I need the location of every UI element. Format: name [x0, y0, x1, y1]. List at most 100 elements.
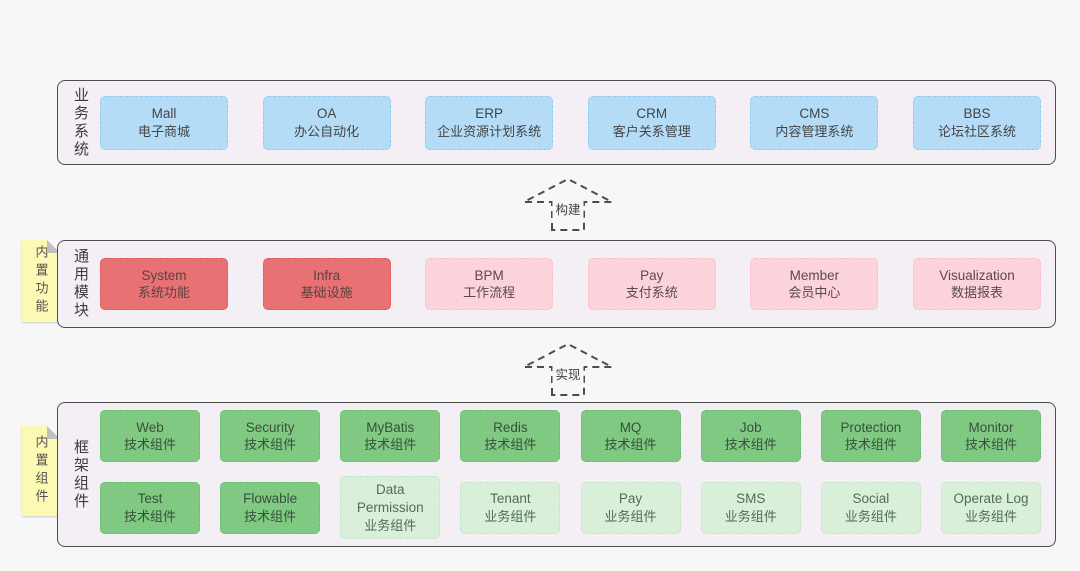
- block-arrow-up-icon: [523, 177, 613, 231]
- box-data-permission: Data Permission 业务组件: [340, 476, 441, 539]
- box-subtitle: 技术组件: [123, 437, 176, 453]
- box-job: Job 技术组件: [700, 410, 801, 463]
- box-subtitle: 办公自动化: [294, 123, 360, 139]
- box-title: Security: [245, 419, 295, 435]
- box-subtitle: 技术组件: [364, 437, 417, 453]
- box-erp: ERP 企业资源计划系统: [425, 95, 554, 150]
- box-title: BBS: [963, 106, 991, 122]
- box-title: Job: [739, 419, 762, 435]
- box-title: Redis: [493, 419, 528, 435]
- arrow-implement: 实现: [518, 340, 618, 398]
- box-title: Visualization: [939, 267, 1015, 283]
- box-title: OA: [316, 106, 337, 122]
- box-web: Web 技术组件: [100, 410, 200, 463]
- box-row: Web 技术组件 Security 技术组件 MyBatis 技术组件 Redi…: [100, 410, 1041, 463]
- box-protection: Protection 技术组件: [820, 410, 921, 463]
- box-row: System 系统功能 Infra 基础设施 BPM 工作流程 Pay 支付系统…: [100, 258, 1041, 310]
- box-sms: SMS 业务组件: [700, 481, 801, 534]
- box-title: MyBatis: [366, 419, 415, 435]
- box-tenant: Tenant 业务组件: [460, 481, 561, 534]
- box-subtitle: 系统功能: [137, 285, 190, 301]
- box-test: Test 技术组件: [100, 481, 200, 534]
- box-infra: Infra 基础设施: [262, 258, 391, 310]
- box-title: MQ: [619, 419, 642, 435]
- box-crm: CRM 客户关系管理: [587, 95, 716, 150]
- box-mybatis: MyBatis 技术组件: [340, 410, 441, 463]
- block-arrow-up-icon: [523, 342, 613, 396]
- box-subtitle: 客户关系管理: [612, 123, 691, 139]
- box-title: Pay: [640, 267, 664, 283]
- box-subtitle: 技术组件: [724, 437, 777, 453]
- sticky-note-builtin-functions: 内置功能: [22, 240, 60, 322]
- panel-business-systems: 业务系统 Mall 电子商城 OA 办公自动化 ERP 企业资源计划系统 CRM…: [57, 80, 1056, 165]
- box-title: ERP: [475, 106, 504, 122]
- box-system: System 系统功能: [100, 258, 228, 310]
- box-monitor: Monitor 技术组件: [940, 410, 1041, 463]
- sticky-note-label: 内置组件: [33, 435, 49, 507]
- arrow-label: 实现: [552, 364, 584, 383]
- box-member: Member 会员中心: [750, 258, 879, 310]
- panel-common-modules: 通用模块 System 系统功能 Infra 基础设施 BPM 工作流程 Pay…: [57, 240, 1056, 328]
- box-bbs: BBS 论坛社区系统: [912, 95, 1041, 150]
- box-pay-component: Pay 业务组件: [580, 481, 681, 534]
- box-title: Test: [137, 491, 163, 507]
- box-title: Tenant: [490, 491, 531, 507]
- box-subtitle: 数据报表: [950, 285, 1003, 301]
- box-subtitle: 会员中心: [788, 285, 841, 301]
- arrow-label: 构建: [552, 199, 584, 218]
- box-flowable: Flowable 技术组件: [220, 481, 321, 534]
- box-title: CRM: [636, 106, 668, 122]
- box-subtitle: 业务组件: [844, 508, 897, 524]
- box-mall: Mall 电子商城: [100, 95, 228, 150]
- box-title: CMS: [799, 106, 830, 122]
- box-subtitle: 企业资源计划系统: [437, 123, 542, 139]
- box-title: Protection: [840, 419, 902, 435]
- box-subtitle: 技术组件: [844, 437, 897, 453]
- box-pay-system: Pay 支付系统: [587, 258, 716, 310]
- box-cms: CMS 内容管理系统: [750, 95, 879, 150]
- box-subtitle: 论坛社区系统: [937, 123, 1016, 139]
- box-mq: MQ 技术组件: [580, 410, 681, 463]
- box-subtitle: 基础设施: [300, 285, 353, 301]
- box-subtitle: 业务组件: [724, 508, 777, 524]
- panel-label: 业务系统: [72, 86, 89, 159]
- box-title: Infra: [313, 267, 341, 283]
- box-operate-log: Operate Log 业务组件: [940, 481, 1041, 534]
- box-subtitle: 技术组件: [244, 437, 297, 453]
- box-bpm: BPM 工作流程: [425, 258, 554, 310]
- box-title: Operate Log: [953, 491, 1029, 507]
- box-redis: Redis 技术组件: [460, 410, 561, 463]
- box-title: Data Permission: [356, 482, 424, 515]
- panel-content: System 系统功能 Infra 基础设施 BPM 工作流程 Pay 支付系统…: [100, 241, 1041, 327]
- panel-label: 框架组件: [72, 438, 89, 511]
- box-security: Security 技术组件: [220, 410, 321, 463]
- box-subtitle: 业务组件: [964, 508, 1017, 524]
- sticky-note-builtin-components: 内置组件: [22, 426, 60, 516]
- box-title: Pay: [618, 491, 643, 507]
- box-visualization: Visualization 数据报表: [912, 258, 1041, 310]
- panel-content: Mall 电子商城 OA 办公自动化 ERP 企业资源计划系统 CRM 客户关系…: [100, 81, 1041, 164]
- box-subtitle: 技术组件: [484, 437, 537, 453]
- box-subtitle: 技术组件: [604, 437, 657, 453]
- box-social: Social 业务组件: [820, 481, 921, 534]
- box-row: Mall 电子商城 OA 办公自动化 ERP 企业资源计划系统 CRM 客户关系…: [100, 95, 1041, 150]
- box-subtitle: 技术组件: [964, 437, 1017, 453]
- box-title: Web: [136, 419, 164, 435]
- box-title: BPM: [474, 267, 504, 283]
- box-title: Flowable: [243, 491, 298, 507]
- box-subtitle: 电子商城: [137, 123, 190, 139]
- panel-label: 通用模块: [72, 248, 89, 320]
- box-title: System: [141, 267, 187, 283]
- box-subtitle: 技术组件: [123, 508, 176, 524]
- box-subtitle: 内容管理系统: [775, 123, 854, 139]
- arrow-build: 构建: [518, 175, 618, 233]
- box-title: SMS: [736, 491, 766, 507]
- box-oa: OA 办公自动化: [262, 95, 391, 150]
- panel-content: Web 技术组件 Security 技术组件 MyBatis 技术组件 Redi…: [100, 403, 1041, 546]
- box-subtitle: 技术组件: [244, 508, 297, 524]
- box-title: Monitor: [968, 419, 1014, 435]
- box-title: Member: [789, 267, 840, 283]
- box-subtitle: 支付系统: [625, 285, 678, 301]
- box-row: Test 技术组件 Flowable 技术组件 Data Permission …: [100, 476, 1041, 539]
- box-subtitle: 业务组件: [364, 517, 417, 533]
